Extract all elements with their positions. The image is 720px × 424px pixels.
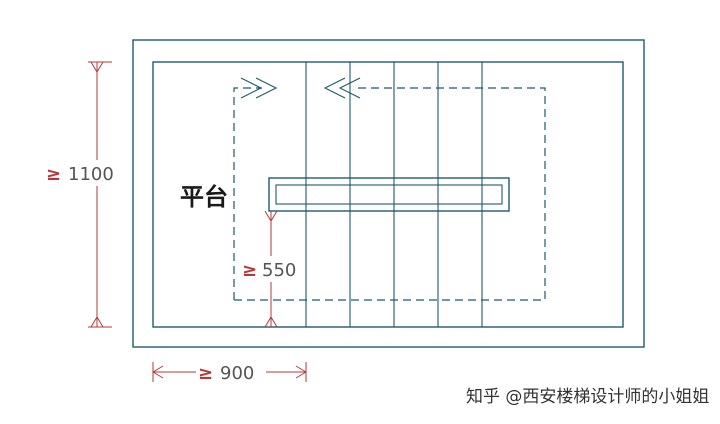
dim-label-bg bbox=[196, 359, 266, 385]
dim-clearance-value: 550 bbox=[262, 260, 296, 281]
platform-rail bbox=[268, 177, 510, 212]
watermark: 知乎 @西安楼梯设计师的小姐姐 bbox=[466, 387, 709, 407]
path-right bbox=[234, 87, 546, 301]
dim-width-value: 900 bbox=[220, 363, 254, 384]
inner-frame bbox=[152, 61, 624, 328]
arrow-left-icon bbox=[323, 77, 346, 99]
outer-frame bbox=[132, 39, 645, 348]
dim-arrow-icon bbox=[264, 316, 272, 328]
walking-path bbox=[233, 87, 546, 301]
dim-height-value: 1100 bbox=[68, 164, 114, 185]
dim-label-bg bbox=[44, 160, 124, 186]
dim-arrow-icon bbox=[270, 210, 278, 222]
dim-arrow-icon bbox=[96, 61, 104, 73]
arrow-left-icon bbox=[338, 77, 361, 99]
dim-height-symbol: ≥ bbox=[46, 164, 61, 185]
dim-arrow-icon bbox=[295, 365, 307, 373]
dimension-height: ≥ 1100 bbox=[44, 61, 124, 328]
rail-outer bbox=[268, 177, 510, 212]
dimension-clearance: ≥ 550 bbox=[241, 210, 303, 328]
stair-treads bbox=[305, 62, 483, 327]
dim-arrow-icon bbox=[96, 316, 104, 328]
arrow-right-icon bbox=[255, 77, 278, 99]
path-left bbox=[233, 87, 262, 300]
arrow-right-icon bbox=[240, 77, 263, 99]
rail-inner bbox=[275, 184, 503, 205]
dim-arrow-icon bbox=[152, 365, 164, 373]
dimension-width: ≥ 900 bbox=[152, 359, 307, 385]
dim-arrow-icon bbox=[90, 316, 98, 328]
dim-arrow-icon bbox=[90, 61, 98, 73]
platform-label: 平台 bbox=[180, 183, 228, 211]
dim-width-symbol: ≥ bbox=[198, 363, 213, 384]
dim-arrow-icon bbox=[270, 316, 278, 328]
dim-clearance-symbol: ≥ bbox=[242, 260, 257, 281]
dim-arrow-icon bbox=[295, 371, 307, 379]
dim-arrow-icon bbox=[152, 371, 164, 379]
dim-label-bg bbox=[241, 256, 303, 282]
direction-arrows bbox=[240, 77, 361, 99]
dim-arrow-icon bbox=[264, 210, 272, 222]
